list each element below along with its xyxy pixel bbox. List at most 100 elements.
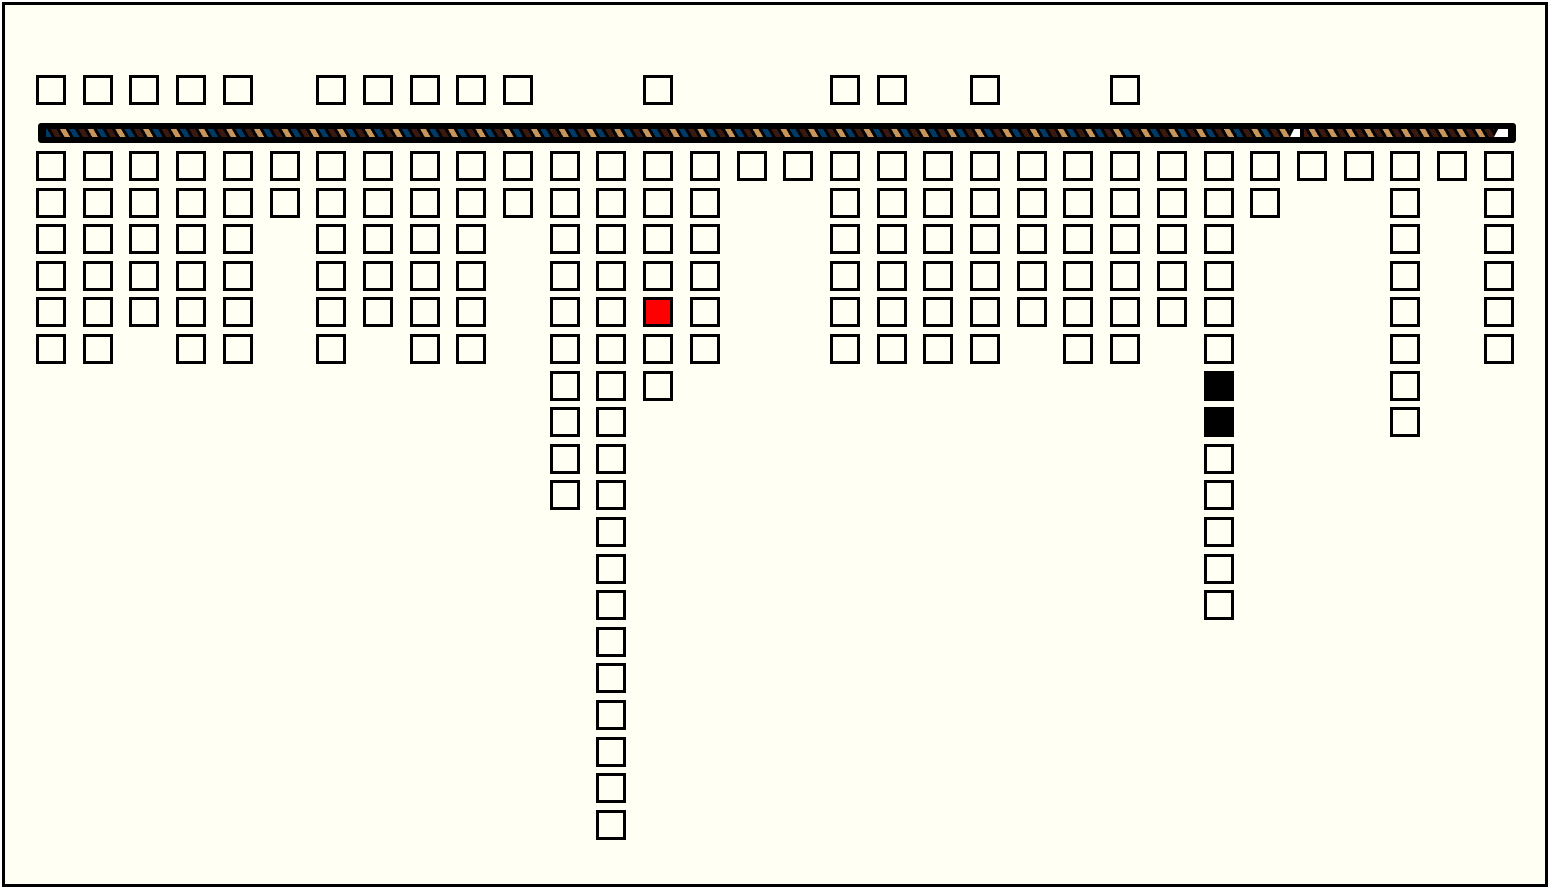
cell[interactable] [970, 334, 1000, 364]
cell[interactable] [1437, 151, 1467, 181]
cell[interactable] [596, 297, 627, 328]
cell[interactable] [596, 700, 627, 730]
cell[interactable] [456, 260, 487, 291]
cell[interactable] [316, 297, 347, 328]
cell[interactable] [549, 370, 580, 401]
cell[interactable] [596, 663, 627, 694]
cell[interactable] [316, 334, 347, 364]
top-cell[interactable] [643, 75, 674, 105]
top-cell[interactable] [176, 75, 207, 105]
cell[interactable] [596, 480, 627, 511]
cell[interactable] [222, 334, 253, 364]
cell[interactable] [176, 334, 207, 364]
cell[interactable] [689, 334, 720, 364]
cell[interactable] [596, 809, 627, 840]
cell[interactable] [1016, 260, 1047, 291]
cell[interactable] [876, 297, 907, 328]
cell[interactable] [783, 151, 814, 181]
cell[interactable] [82, 224, 113, 255]
cell[interactable] [596, 773, 627, 804]
cell[interactable] [1156, 187, 1187, 218]
cell[interactable] [1063, 187, 1094, 218]
cell[interactable] [1110, 297, 1141, 328]
cell[interactable] [1110, 260, 1141, 291]
cell[interactable] [1483, 334, 1514, 364]
cell[interactable] [596, 626, 627, 657]
cell[interactable] [1390, 187, 1421, 218]
cell[interactable] [596, 370, 627, 401]
cell[interactable] [1156, 297, 1187, 328]
cell[interactable] [36, 151, 66, 181]
cell[interactable] [643, 224, 674, 255]
cell[interactable] [829, 260, 860, 291]
cell[interactable] [970, 187, 1000, 218]
cell[interactable] [829, 297, 860, 328]
cell[interactable] [36, 224, 66, 255]
cell[interactable] [176, 187, 207, 218]
black-cell[interactable] [1203, 407, 1234, 438]
top-cell[interactable] [970, 75, 1000, 105]
cell[interactable] [362, 260, 393, 291]
cell[interactable] [970, 297, 1000, 328]
cell[interactable] [1110, 224, 1141, 255]
cell[interactable] [362, 297, 393, 328]
cell[interactable] [316, 224, 347, 255]
cell[interactable] [82, 187, 113, 218]
cell[interactable] [829, 224, 860, 255]
top-cell[interactable] [316, 75, 347, 105]
cell[interactable] [549, 297, 580, 328]
cell[interactable] [596, 590, 627, 621]
cell[interactable] [129, 297, 160, 328]
top-cell[interactable] [82, 75, 113, 105]
cell[interactable] [596, 260, 627, 291]
cell[interactable] [829, 187, 860, 218]
cell[interactable] [409, 187, 440, 218]
top-cell[interactable] [362, 75, 393, 105]
cell[interactable] [222, 260, 253, 291]
cell[interactable] [269, 187, 300, 218]
cell[interactable] [643, 151, 674, 181]
top-cell[interactable] [129, 75, 160, 105]
cell[interactable] [1110, 334, 1141, 364]
cell[interactable] [82, 151, 113, 181]
cell[interactable] [876, 260, 907, 291]
cell[interactable] [549, 334, 580, 364]
cell[interactable] [36, 187, 66, 218]
cell[interactable] [222, 151, 253, 181]
cell[interactable] [1203, 480, 1234, 511]
cell[interactable] [1016, 224, 1047, 255]
cell[interactable] [362, 187, 393, 218]
cell[interactable] [596, 407, 627, 438]
cell[interactable] [409, 151, 440, 181]
cell[interactable] [316, 260, 347, 291]
cell[interactable] [1390, 260, 1421, 291]
cell[interactable] [176, 297, 207, 328]
top-cell[interactable] [829, 75, 860, 105]
cell[interactable] [1110, 151, 1141, 181]
cell[interactable] [1483, 187, 1514, 218]
cell[interactable] [456, 334, 487, 364]
cell[interactable] [876, 224, 907, 255]
cell[interactable] [689, 151, 720, 181]
cell[interactable] [1063, 260, 1094, 291]
cell[interactable] [456, 151, 487, 181]
cell[interactable] [176, 260, 207, 291]
cell[interactable] [409, 224, 440, 255]
cell[interactable] [36, 297, 66, 328]
cell[interactable] [1390, 151, 1421, 181]
cell[interactable] [176, 224, 207, 255]
top-cell[interactable] [1110, 75, 1141, 105]
cell[interactable] [689, 297, 720, 328]
cell[interactable] [362, 224, 393, 255]
cell[interactable] [596, 553, 627, 584]
cell[interactable] [1203, 590, 1234, 621]
cell[interactable] [362, 151, 393, 181]
cell[interactable] [923, 187, 954, 218]
cell[interactable] [1203, 517, 1234, 547]
cell[interactable] [1203, 224, 1234, 255]
top-cell[interactable] [36, 75, 66, 105]
cell[interactable] [689, 260, 720, 291]
cell[interactable] [689, 187, 720, 218]
cell[interactable] [549, 224, 580, 255]
cell[interactable] [970, 151, 1000, 181]
